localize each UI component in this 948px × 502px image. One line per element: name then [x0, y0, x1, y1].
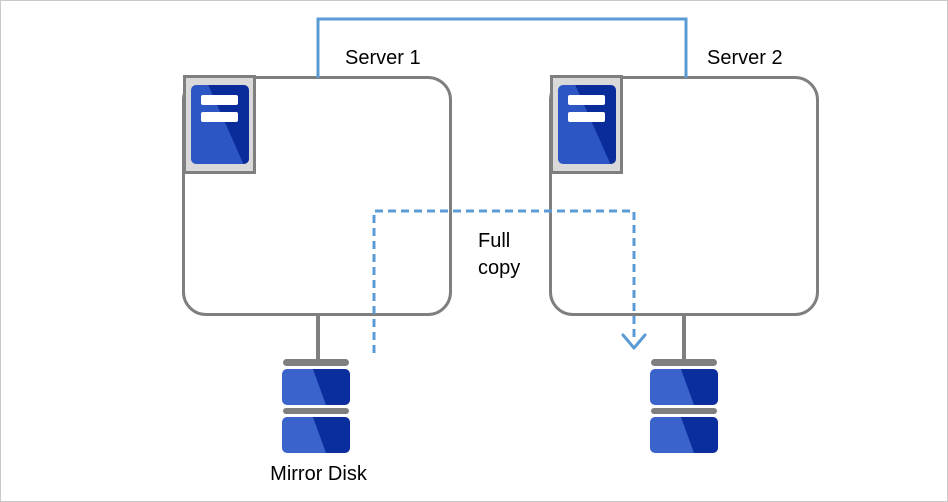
server2-label: Server 2 — [707, 47, 783, 69]
server-drive-bay-icon — [568, 112, 605, 122]
server1-icon — [183, 75, 256, 174]
disk-platter — [282, 417, 350, 453]
full-copy-label: Full copy — [478, 230, 521, 279]
mirror-disk-label: Mirror Disk — [270, 463, 367, 485]
server-drive-bay-icon — [568, 95, 605, 105]
disk-cap — [651, 359, 717, 366]
disk-divider — [283, 408, 349, 414]
disk-platter — [650, 417, 718, 453]
mirror-disk-right-icon — [650, 359, 718, 453]
mirror-disk-left-icon — [282, 359, 350, 453]
disk-platter — [650, 369, 718, 405]
server-tower-icon — [191, 85, 249, 164]
server-drive-bay-icon — [201, 112, 238, 122]
server1-label: Server 1 — [345, 47, 421, 69]
disk-divider — [651, 408, 717, 414]
server2-icon — [550, 75, 623, 174]
disk-cap — [283, 359, 349, 366]
server-tower-icon — [558, 85, 616, 164]
full-copy-arrowhead-icon — [621, 333, 647, 350]
server-drive-bay-icon — [201, 95, 238, 105]
disk-platter — [282, 369, 350, 405]
